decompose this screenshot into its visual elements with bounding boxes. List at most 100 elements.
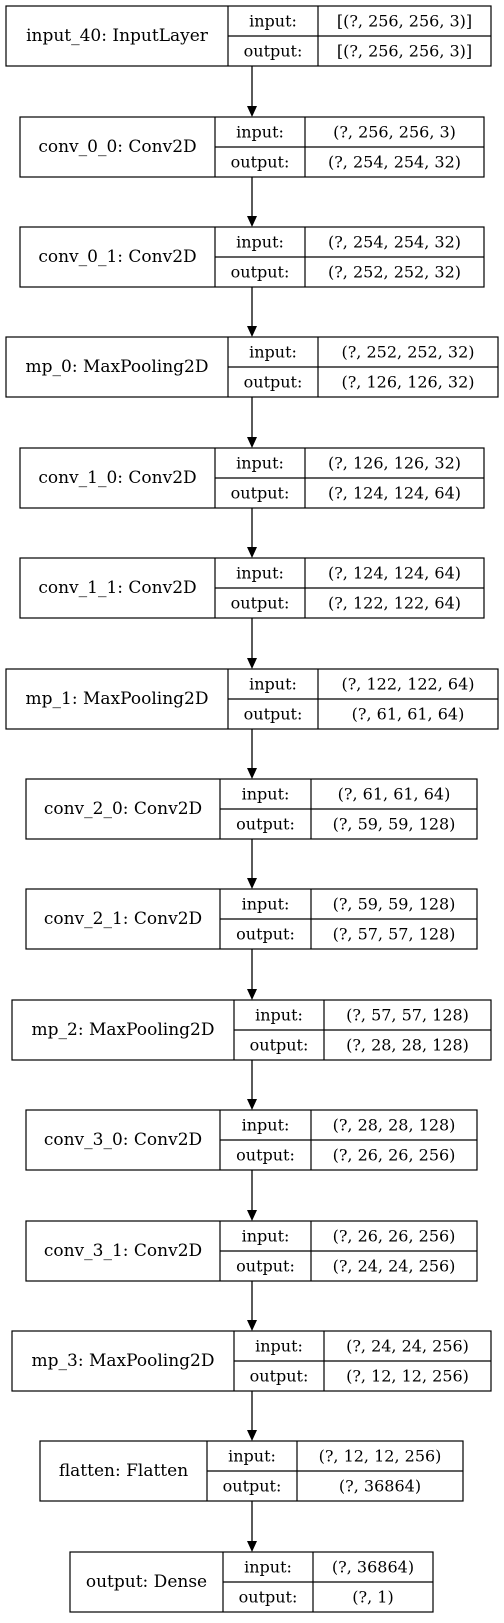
input-shape: (?, 59, 59, 128) <box>333 895 456 914</box>
input-shape: (?, 254, 254, 32) <box>328 233 461 252</box>
input-label: input: <box>249 343 297 362</box>
output-shape: (?, 61, 61, 64) <box>352 705 465 724</box>
output-label: output: <box>231 263 290 282</box>
input-shape: (?, 24, 24, 256) <box>346 1337 469 1356</box>
output-shape: (?, 59, 59, 128) <box>333 815 456 834</box>
output-shape: (?, 122, 122, 64) <box>328 594 461 613</box>
output-shape: (?, 254, 254, 32) <box>328 153 461 172</box>
input-shape: (?, 26, 26, 256) <box>333 1227 456 1246</box>
output-label: output: <box>231 153 290 172</box>
arrow-head-icon <box>247 1210 257 1221</box>
layer-name: conv_1_0: Conv2D <box>38 468 196 488</box>
input-label: input: <box>236 564 284 583</box>
output-shape: (?, 1) <box>352 1588 393 1607</box>
output-label: output: <box>231 594 290 613</box>
layer-node: output: Dense input: output: (?, 36864) (?, … <box>69 1551 434 1613</box>
edges <box>247 66 257 1552</box>
layer-node: conv_1_0: Conv2D input: output: (?, 126, 12… <box>19 447 485 509</box>
input-label: input: <box>255 1337 303 1356</box>
input-label: input: <box>242 785 290 804</box>
input-shape: (?, 252, 252, 32) <box>341 343 474 362</box>
arrow-head-icon <box>247 437 257 448</box>
output-label: output: <box>236 815 295 834</box>
layer-name: mp_3: MaxPooling2D <box>32 1351 215 1371</box>
layer-name: conv_3_1: Conv2D <box>44 1241 202 1261</box>
input-shape: (?, 36864) <box>332 1558 414 1577</box>
output-shape: (?, 28, 28, 128) <box>346 1036 469 1055</box>
layer-nodes: input_40: InputLayer input: output: [(?, 25… <box>5 5 499 1613</box>
arrow-head-icon <box>247 547 257 558</box>
input-label: input: <box>249 12 297 31</box>
output-shape: (?, 24, 24, 256) <box>333 1257 456 1276</box>
output-shape: (?, 36864) <box>339 1477 421 1496</box>
arrow-head-icon <box>247 658 257 669</box>
input-shape: (?, 61, 61, 64) <box>338 785 451 804</box>
arrow-head-icon <box>247 326 257 337</box>
layer-node: conv_3_1: Conv2D input: output: (?, 26, 26,… <box>25 1220 478 1282</box>
layer-node: input_40: InputLayer input: output: [(?, 25… <box>5 5 492 67</box>
input-shape: (?, 122, 122, 64) <box>341 675 474 694</box>
output-label: output: <box>244 42 303 61</box>
input-label: input: <box>242 1227 290 1246</box>
output-shape: (?, 26, 26, 256) <box>333 1146 456 1165</box>
output-label: output: <box>236 1146 295 1165</box>
layer-name: mp_1: MaxPooling2D <box>26 689 209 709</box>
layer-name: conv_3_0: Conv2D <box>44 1130 202 1150</box>
arrow-head-icon <box>247 1430 257 1441</box>
input-label: input: <box>249 675 297 694</box>
arrow-head-icon <box>247 1099 257 1110</box>
output-shape: (?, 12, 12, 256) <box>346 1367 469 1386</box>
input-label: input: <box>242 895 290 914</box>
layer-name: output: Dense <box>86 1572 207 1592</box>
arrow-head-icon <box>247 768 257 779</box>
input-label: input: <box>236 123 284 142</box>
arrow-head-icon <box>247 106 257 117</box>
input-shape: (?, 126, 126, 32) <box>328 454 461 473</box>
input-shape: (?, 256, 256, 3) <box>333 123 456 142</box>
arrow-head-icon <box>247 989 257 1000</box>
layer-name: mp_2: MaxPooling2D <box>32 1020 215 1040</box>
layer-name: conv_2_1: Conv2D <box>44 909 202 929</box>
layer-node: flatten: Flatten input: output: (?, 12, 12,… <box>39 1440 464 1502</box>
output-label: output: <box>250 1367 309 1386</box>
layer-node: conv_0_0: Conv2D input: output: (?, 256, 25… <box>19 116 485 178</box>
input-label: input: <box>236 233 284 252</box>
output-label: output: <box>236 1257 295 1276</box>
layer-node: conv_0_1: Conv2D input: output: (?, 254, 25… <box>19 226 485 288</box>
layer-name: input_40: InputLayer <box>26 26 209 46</box>
arrow-head-icon <box>247 1541 257 1552</box>
layer-node: mp_1: MaxPooling2D input: output: (?, 122, … <box>5 668 499 730</box>
layer-node: conv_2_1: Conv2D input: output: (?, 59, 59,… <box>25 888 478 950</box>
input-shape: [(?, 256, 256, 3)] <box>337 12 472 31</box>
arrow-head-icon <box>247 1320 257 1331</box>
input-shape: (?, 12, 12, 256) <box>319 1447 442 1466</box>
output-label: output: <box>239 1588 298 1607</box>
output-label: output: <box>231 484 290 503</box>
layer-name: conv_2_0: Conv2D <box>44 799 202 819</box>
input-shape: (?, 28, 28, 128) <box>333 1116 456 1135</box>
input-label: input: <box>236 454 284 473</box>
output-shape: (?, 252, 252, 32) <box>328 263 461 282</box>
input-label: input: <box>228 1447 276 1466</box>
output-shape: (?, 57, 57, 128) <box>333 925 456 944</box>
layer-node: mp_3: MaxPooling2D input: output: (?, 24, 2… <box>11 1330 492 1392</box>
layer-name: conv_0_0: Conv2D <box>38 137 196 157</box>
output-label: output: <box>223 1477 282 1496</box>
layer-name: conv_0_1: Conv2D <box>38 247 196 267</box>
output-label: output: <box>244 373 303 392</box>
layer-name: flatten: Flatten <box>59 1461 188 1481</box>
arrow-head-icon <box>247 878 257 889</box>
output-shape: [(?, 256, 256, 3)] <box>337 42 472 61</box>
layer-node: conv_2_0: Conv2D input: output: (?, 61, 61,… <box>25 778 478 840</box>
input-label: input: <box>244 1558 292 1577</box>
output-label: output: <box>250 1036 309 1055</box>
input-shape: (?, 124, 124, 64) <box>328 564 461 583</box>
output-label: output: <box>236 925 295 944</box>
output-label: output: <box>244 705 303 724</box>
layer-name: mp_0: MaxPooling2D <box>26 357 209 377</box>
input-label: input: <box>255 1006 303 1025</box>
